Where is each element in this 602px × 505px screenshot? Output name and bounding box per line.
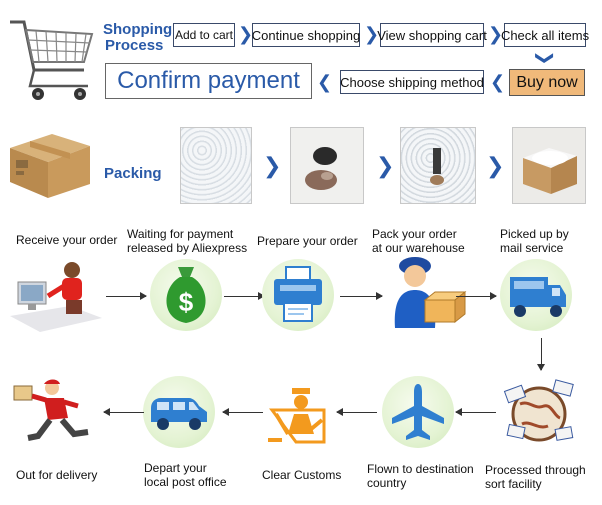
money-bag-icon: $ — [150, 259, 222, 331]
depart-label: Depart your local post office — [144, 461, 227, 489]
shopping-title-line1: Shopping — [103, 21, 173, 38]
add-to-cart-step: Add to cart — [173, 23, 235, 47]
chevron-left-icon: ❮ — [317, 72, 333, 92]
bubble-wrap-photo — [180, 127, 252, 204]
item-on-bubble-wrap-photo — [290, 127, 364, 204]
van-icon — [143, 376, 215, 448]
flow-arrow — [455, 408, 496, 416]
waiting-payment-label: Waiting for payment released by Aliexpre… — [127, 227, 247, 255]
flown-line2: country — [367, 476, 407, 490]
flow-arrow — [456, 292, 497, 300]
chevron-left-icon: ❮ — [490, 72, 506, 92]
picked-up-line1: Picked up by — [500, 227, 569, 241]
customs-officer-icon — [262, 380, 334, 448]
pack-order-label: Pack your order at our warehouse — [372, 227, 465, 255]
pack-order-line2: at our warehouse — [372, 241, 465, 255]
flow-arrow-down — [537, 338, 545, 371]
person-at-computer-icon — [10, 256, 102, 336]
chevron-right-icon: ❯ — [376, 153, 395, 178]
warehouse-worker-icon — [383, 252, 469, 336]
waiting-payment-line1: Waiting for payment — [127, 227, 234, 241]
airplane-icon — [382, 376, 454, 448]
processed-label: Processed through sort facility — [485, 463, 586, 491]
delivery-truck-icon — [500, 259, 572, 331]
flow-arrow — [222, 408, 263, 416]
chevron-down-icon: ❯ — [535, 50, 556, 66]
clear-customs-label: Clear Customs — [262, 468, 342, 482]
packing-title: Packing — [104, 165, 162, 182]
printer-icon — [262, 259, 334, 331]
out-for-delivery-label: Out for delivery — [16, 468, 98, 482]
running-courier-icon — [8, 376, 102, 452]
buy-now-step: Buy now — [509, 69, 585, 96]
chevron-right-icon: ❯ — [486, 153, 505, 178]
view-shopping-cart-step: View shopping cart — [377, 23, 487, 47]
processed-line2: sort facility — [485, 477, 542, 491]
chevron-right-icon: ❯ — [238, 24, 254, 44]
flown-label: Flown to destination country — [367, 462, 474, 490]
flow-arrow — [106, 292, 147, 300]
prepare-order-label: Prepare your order — [257, 234, 358, 248]
continue-shopping-step: Continue shopping — [252, 23, 360, 47]
flow-arrow — [336, 408, 377, 416]
shopping-title-line2: Process — [105, 37, 164, 54]
pack-order-line1: Pack your order — [372, 227, 457, 241]
globe-mail-icon — [500, 374, 578, 452]
receive-order-label: Receive your order — [16, 233, 118, 247]
picked-up-label: Picked up by mail service — [500, 227, 569, 255]
chevron-right-icon: ❯ — [488, 24, 504, 44]
chevron-right-icon: ❯ — [263, 153, 282, 178]
flow-arrow — [103, 408, 144, 416]
flow-arrow — [224, 292, 265, 300]
processed-line1: Processed through — [485, 463, 586, 477]
chevron-right-icon: ❯ — [364, 24, 380, 44]
waiting-payment-line2: released by Aliexpress — [127, 241, 248, 255]
packed-box-photo — [512, 127, 586, 204]
picked-up-line2: mail service — [500, 241, 564, 255]
flow-arrow — [340, 292, 383, 300]
flown-line1: Flown to destination — [367, 462, 474, 476]
shopping-cart-icon — [6, 12, 98, 104]
cardboard-box-icon — [6, 126, 94, 202]
wrapped-item-photo — [400, 127, 476, 204]
check-all-items-step: Check all items — [501, 23, 589, 47]
svg-text:$: $ — [179, 287, 194, 317]
depart-line1: Depart your — [144, 461, 207, 475]
confirm-payment-step: Confirm payment — [105, 63, 312, 99]
choose-shipping-method-step: Choose shipping method — [340, 70, 484, 94]
shopping-process-title: Shopping Process — [103, 22, 172, 54]
depart-line2: local post office — [144, 475, 227, 489]
